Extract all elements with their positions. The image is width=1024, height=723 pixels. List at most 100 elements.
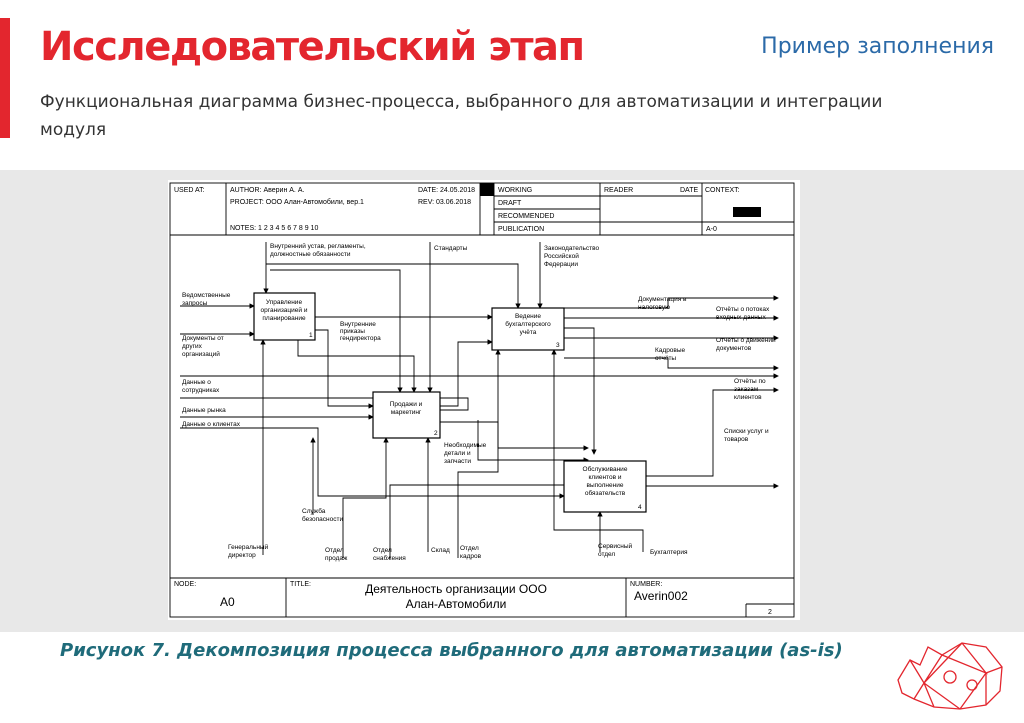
idef0-diagram: USED AT: AUTHOR: Аверин А. А. PROJECT: О… [169, 182, 795, 618]
box-4-line-4: обязательств [585, 489, 626, 497]
label-standards: Стандарты [434, 245, 468, 252]
label-order-reports-3: клиентов [734, 394, 762, 401]
label-doc-movement-2: документов [716, 345, 752, 352]
notes-field: NOTES: 1 2 3 4 5 6 7 8 9 10 [230, 225, 318, 232]
function-box-4[interactable]: Обслуживание клиентов и выполнение обяза… [563, 460, 647, 513]
rhino-logo [897, 642, 1003, 710]
example-label: Пример заполнения [761, 34, 994, 59]
label-security-1: Служба [302, 507, 326, 515]
arrow-internal-orders [297, 340, 417, 393]
arrow-spare-parts [477, 420, 589, 463]
working-label: WORKING [498, 187, 532, 194]
box-1-line-3: планирование [262, 315, 306, 322]
label-employee-data-2: сотрудниках [182, 387, 220, 394]
reader-date-label: DATE [680, 187, 698, 194]
label-accounting: Бухгалтерия [650, 549, 688, 556]
label-sales-dept-2: продаж [325, 555, 348, 562]
page-subtitle: Функциональная диаграмма бизнес-процесса… [40, 92, 883, 140]
arrow-sales-dept [342, 437, 389, 558]
label-dept-requests-2: запросы [182, 300, 208, 307]
label-market-data: Данные рынка [182, 407, 226, 414]
label-warehouse: Склад [431, 547, 450, 554]
working-marker [480, 183, 494, 196]
label-service-lists-1: Списки услуг и [724, 428, 769, 435]
arrow-order-reports [646, 387, 779, 477]
title-line-1: Деятельность организации ООО [365, 582, 547, 596]
figure-card: USED AT: AUTHOR: Аверин А. А. PROJECT: О… [168, 180, 800, 620]
function-box-3[interactable]: Ведение бухгалтерского учёта 3 [491, 307, 565, 351]
box-2-id: 2 [434, 430, 438, 437]
context-node: A-0 [706, 226, 717, 233]
label-service-dept-2: отдел [598, 551, 615, 558]
box-1-line-1: Управление [266, 299, 303, 306]
box-1-line-2: организацией и [261, 306, 308, 314]
arrow-2-to-3 [440, 339, 493, 407]
box-2-line-2: маркетинг [391, 409, 422, 416]
arrow-client-data [180, 427, 565, 499]
label-hr-dept-1: Отдел [460, 545, 479, 552]
author-field: AUTHOR: Аверин А. А. [230, 187, 304, 194]
label-dept-requests-1: Ведомственные [182, 292, 231, 299]
label-employee-data-1: Данные о [182, 379, 211, 386]
label-internal-orders-1: Внутренние [340, 321, 376, 328]
title-label: TITLE: [290, 581, 311, 588]
arrow-3-to-4 [564, 327, 597, 455]
box-3-id: 3 [556, 342, 560, 349]
arrow-hr-reports [564, 357, 779, 371]
label-doc-movement-1: Отчёты о движении [716, 337, 776, 344]
title-line-2: Алан-Автомобили [406, 597, 507, 611]
box-3-line-1: Ведение [515, 313, 541, 320]
arrow-rules-to-3 [266, 263, 521, 309]
diagram-frame [169, 182, 795, 618]
box-3-line-2: бухгалтерского [505, 320, 551, 328]
label-incoming-reports-2: входных данных [716, 314, 766, 321]
function-box-2[interactable]: Продажи и маркетинг 2 [372, 391, 441, 439]
arrow-rules-to-2 [270, 269, 403, 393]
box-4-id: 4 [638, 504, 642, 511]
label-tax-docs-1: Документация в [638, 296, 687, 303]
arrow-hr-dept [457, 349, 501, 558]
label-internal-rules-1: Внутренний устав, регламенты, [270, 242, 366, 250]
box-4-line-3: выполнение [587, 482, 624, 489]
label-spare-parts-2: детали и [444, 450, 471, 457]
label-docs-other-orgs-1: Документы от [182, 335, 224, 342]
label-internal-orders-2: приказы [340, 328, 365, 335]
number-label: NUMBER: [630, 581, 662, 588]
recommended-label: RECOMMENDED [498, 213, 554, 220]
arrow-accounting [551, 349, 644, 552]
label-tax-docs-2: налоговую [638, 304, 670, 311]
node-label: NODE: [174, 581, 196, 588]
label-internal-orders-3: гендиректора [340, 335, 381, 342]
label-service-dept-1: Сервисный [598, 542, 633, 550]
diagram-header: USED AT: AUTHOR: Аверин А. А. PROJECT: О… [174, 187, 740, 233]
accent-bar [0, 18, 10, 138]
rev-field: REV: 03.06.2018 [418, 199, 471, 206]
label-order-reports-1: Отчёты по [734, 378, 766, 385]
date-field: DATE: 24.05.2018 [418, 187, 475, 194]
label-client-data: Данные о клиентах [182, 421, 241, 428]
label-security-2: безопасности [302, 515, 343, 523]
function-box-1[interactable]: Управление организацией и планирование 1 [253, 292, 316, 341]
label-sales-dept-1: Отдел [325, 547, 344, 554]
label-internal-rules-2: должностные обязанности [270, 250, 351, 258]
arrow-tax-docs [564, 295, 779, 309]
draft-label: DRAFT [498, 200, 522, 207]
node-value: A0 [220, 595, 235, 609]
label-incoming-reports-1: Отчёты о потоках [716, 306, 770, 313]
label-hr-dept-2: кадров [460, 553, 482, 560]
page-title: Исследовательский этап [40, 24, 585, 70]
label-supply-dept-2: снабжения [373, 554, 406, 562]
label-hr-reports-1: Кадровые [655, 347, 686, 354]
used-at-label: USED AT: [174, 187, 205, 194]
label-service-lists-2: товаров [724, 436, 749, 443]
arrow-1-to-2 [315, 329, 374, 409]
label-spare-parts-1: Необходимые [444, 441, 487, 449]
box-4-line-1: Обслуживание [583, 465, 628, 473]
label-legislation-2: Российской [544, 252, 579, 260]
publication-label: PUBLICATION [498, 226, 544, 233]
label-hr-reports-2: отчёты [655, 355, 676, 362]
label-docs-other-orgs-2: других [182, 343, 203, 350]
box-1-id: 1 [309, 332, 313, 339]
label-supply-dept-1: Отдел [373, 547, 392, 554]
context-label: CONTEXT: [705, 187, 740, 194]
